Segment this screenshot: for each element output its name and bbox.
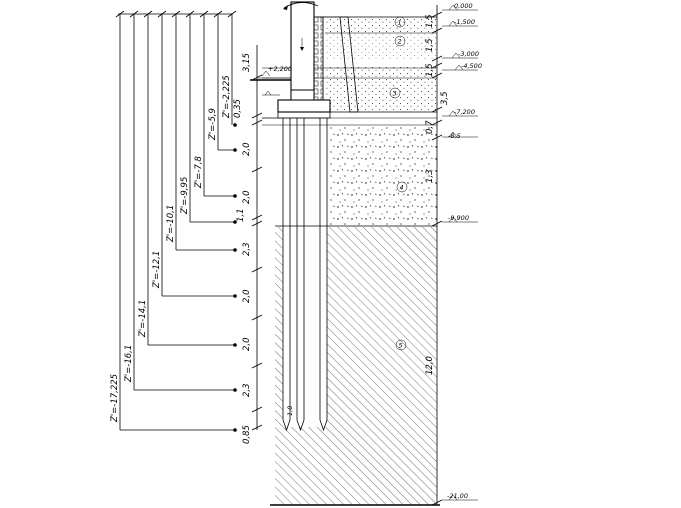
elevation-label-4: -4,500 (461, 62, 482, 70)
depth-label-9: Z'=-17,225 (110, 374, 120, 423)
segment-label-1: 3,15 (242, 53, 252, 72)
layer-number-5: 5 (399, 342, 403, 350)
soil-layer-1 (325, 17, 437, 33)
soil-layer-2 (325, 33, 437, 61)
layer-thickness-4: 3,5 (440, 91, 450, 105)
depth-label-7: Z'=-14,1 (138, 300, 148, 338)
depth-label-5: Z'=-10,1 (166, 205, 176, 243)
depth-label-1: Z'=-2,225 (222, 75, 232, 119)
segment-label-10: 0,85 (242, 425, 252, 444)
column (290, 1, 315, 101)
layer-number-2: 2 (398, 38, 402, 46)
pile-tip-label: 1,0 (286, 406, 294, 416)
depth-label-2: Z'=-5,9 (208, 108, 218, 141)
segment-label-8: 2,0 (242, 337, 252, 351)
left-dimension-column: 3,15 0,35 2,0 2,0 1,1 2,3 2,0 2,0 2,3 0,… (110, 10, 263, 444)
layer-thickness-3: 1,5 (425, 63, 435, 77)
depth-label-6: Z'=-12,1 (152, 251, 162, 289)
segment-label-4: 2,0 (242, 190, 252, 204)
pile-left (282, 118, 291, 432)
left-top-elevation: +2,200 (268, 65, 292, 73)
pile-right (319, 118, 328, 432)
segment-label-9: 2,3 (242, 383, 252, 397)
elevation-label-2: -1,500 (454, 18, 475, 26)
pile-middle (296, 118, 305, 432)
piles: 1,0 (282, 118, 328, 432)
depth-label-3: Z'=-7,8 (194, 156, 204, 189)
elevation-label-7: -9,900 (448, 214, 469, 222)
segment-label-7: 2,0 (242, 289, 252, 303)
pile-cap (277, 99, 331, 113)
segment-label-6: 2,3 (242, 242, 252, 256)
segment-label-5: 1,1 (236, 208, 246, 222)
soil-layer-3 (325, 66, 437, 112)
layer-thickness-6: 1,3 (425, 169, 435, 183)
layer-number-3: 3 (393, 90, 397, 98)
right-dimension-column: 0,000 -1,500 -3,000 -4,500 -8,5 -7,200 -… (425, 2, 482, 506)
layer-thickness-5: 0,7 (425, 120, 435, 134)
layer-number-4: 4 (400, 184, 404, 192)
elevation-label-5: -8,5 (448, 132, 461, 140)
elevation-label-1: 0,000 (454, 2, 473, 10)
elevation-label-3: -3,000 (458, 50, 479, 58)
structure: +2,200 (250, 1, 359, 119)
layer-thickness-2: 1,5 (425, 38, 435, 52)
segment-label-3: 2,0 (242, 142, 252, 156)
layer-thickness-1: 1,5 (425, 14, 435, 28)
depth-label-4: Z'=-9,95 (180, 177, 190, 215)
depth-label-8: Z'=-16,1 (124, 345, 134, 383)
elevation-label-6: -7,200 (454, 108, 475, 116)
layer-number-1: 1 (398, 19, 402, 27)
segment-label-2: 0,35 (233, 99, 243, 118)
layer-number-markers: 1 2 3 4 5 (389, 16, 408, 351)
elevation-label-8: -21,00 (447, 492, 468, 500)
soil-layer-4 (330, 125, 437, 225)
layer-thickness-7: 12,0 (425, 356, 435, 375)
